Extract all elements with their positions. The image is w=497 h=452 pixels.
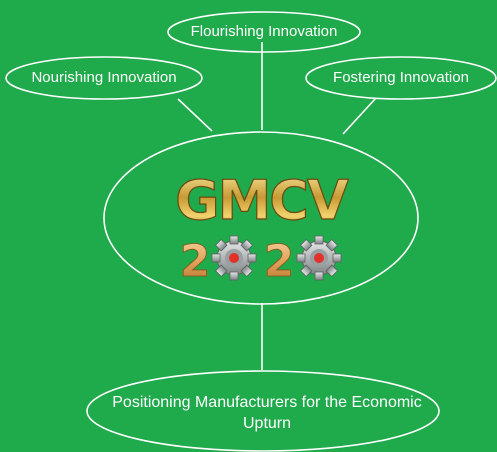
- gear-icon-second-zero: [296, 235, 342, 281]
- positioning-manufacturers-label: Positioning Manufacturers for the Econom…: [112, 394, 422, 432]
- fostering-innovation-label: Fostering Innovation: [333, 69, 469, 86]
- nourishing-innovation-label: Nourishing Innovation: [31, 69, 177, 86]
- connector-line-right: [342, 97, 377, 135]
- logo-year-digit-2-second: 2: [264, 236, 295, 287]
- center-ellipse: [103, 131, 419, 305]
- gmcv-2020-logo: GMCV 2 2: [175, 168, 352, 287]
- flourishing-innovation-label: Flourishing Innovation: [190, 23, 338, 40]
- logo-year: 2 2: [179, 235, 342, 287]
- top-ellipse: [167, 11, 361, 53]
- connector-line-left: [177, 98, 213, 132]
- logo-gmcv-text: GMCV: [175, 169, 349, 232]
- right-ellipse: [305, 56, 497, 100]
- logo-year-digit-2-first: 2: [180, 236, 211, 287]
- bottom-ellipse: [86, 370, 440, 452]
- gear-icon-first-zero: [211, 235, 257, 281]
- left-ellipse: [5, 56, 203, 100]
